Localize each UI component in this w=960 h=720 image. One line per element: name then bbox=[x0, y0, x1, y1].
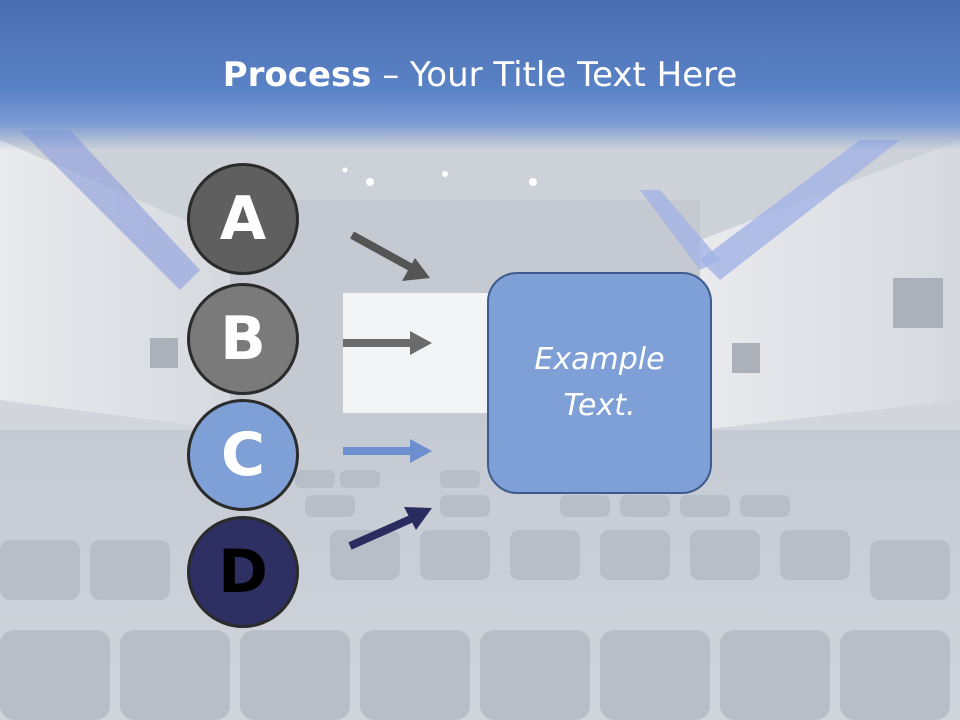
title-bar bbox=[0, 0, 960, 150]
step-c-letter: C bbox=[220, 420, 266, 490]
arrow-a bbox=[350, 231, 430, 281]
step-d-circle: D bbox=[187, 516, 299, 628]
arrow-c bbox=[343, 439, 432, 463]
arrow-d bbox=[348, 507, 432, 550]
step-b-letter: B bbox=[220, 304, 266, 374]
step-d-letter: D bbox=[218, 537, 268, 607]
step-b-circle: B bbox=[187, 283, 299, 395]
step-a-circle: A bbox=[187, 163, 299, 275]
title-rest: – Your Title Text Here bbox=[371, 55, 738, 95]
title-bold: Process bbox=[222, 55, 372, 95]
slide-title: Process – Your Title Text Here bbox=[0, 52, 960, 98]
step-a-letter: A bbox=[219, 184, 267, 254]
step-c-circle: C bbox=[187, 399, 299, 511]
result-text: Example Text. bbox=[534, 342, 665, 423]
result-box: Example Text. bbox=[487, 272, 712, 494]
arrow-b bbox=[343, 331, 432, 355]
